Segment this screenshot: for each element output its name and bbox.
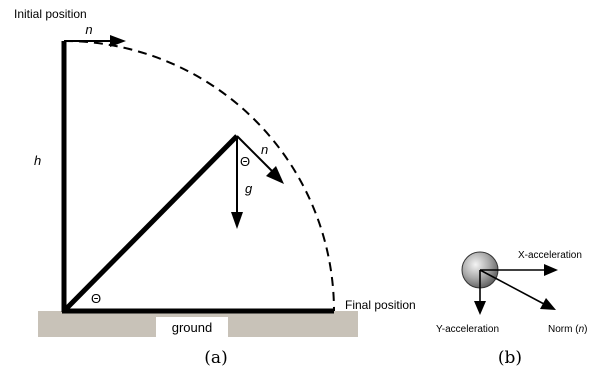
mid-n-arrow (236, 135, 284, 184)
gravity-arrow (231, 136, 243, 229)
ground-label: ground (172, 320, 212, 335)
theta-mid-label: Θ (240, 154, 250, 169)
gravity-label: g (245, 181, 253, 196)
x-acceleration-label: X-acceleration (518, 250, 582, 261)
y-acceleration-label: Y-acceleration (436, 324, 499, 335)
figure-a: ground n g n Θ Θ h Ini (14, 7, 416, 368)
y-acceleration-arrow (474, 270, 486, 315)
caption-b: (b) (498, 348, 522, 368)
diagonal-pole (62, 134, 239, 313)
ground-label-box (156, 317, 228, 337)
swing-arc (63, 40, 335, 312)
norm-label: Norm (n) (548, 324, 587, 335)
mid-n-label: n (261, 142, 268, 157)
initial-position-label: Initial position (14, 7, 87, 21)
norm-arrow (479, 269, 556, 310)
final-position-label: Final position (345, 298, 416, 312)
theta-base-label: Θ (91, 291, 101, 306)
top-n-label: n (85, 22, 92, 37)
x-acceleration-arrow (480, 264, 558, 276)
top-n-arrow (64, 35, 126, 47)
height-label: h (34, 153, 41, 168)
figure-b: X-acceleration Y-acceleration Norm (n) (… (436, 250, 587, 368)
caption-a: (a) (204, 348, 227, 368)
